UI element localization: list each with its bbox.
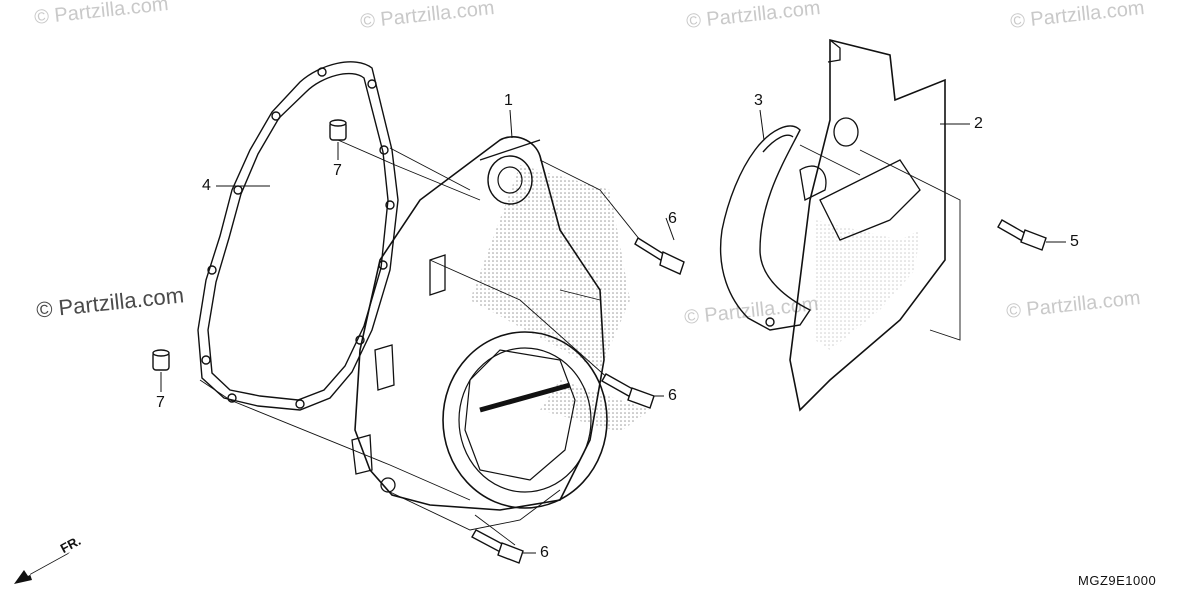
guide-plate-part	[719, 125, 812, 331]
dowel-pin-lower	[152, 349, 170, 371]
callout-1[interactable]: 1	[504, 92, 513, 109]
bolt-sprocket-cover	[997, 219, 1047, 251]
callout-4[interactable]: 4	[202, 177, 211, 194]
callout-6-lower[interactable]: 6	[540, 544, 549, 561]
bolt-middle	[601, 373, 655, 409]
callout-7-lower[interactable]: 7	[156, 394, 165, 411]
generator-cover-part	[351, 136, 650, 511]
assembly-lines	[199, 139, 961, 546]
callout-5[interactable]: 5	[1070, 233, 1079, 250]
callout-leaders	[160, 109, 1066, 554]
dowel-pin-upper	[329, 119, 347, 141]
front-direction-arrow	[14, 552, 70, 584]
gasket-part	[197, 61, 399, 411]
bolt-upper	[634, 236, 685, 275]
callout-2[interactable]: 2	[974, 115, 983, 132]
bolt-lower	[471, 529, 524, 564]
diagram-code: MGZ9E1000	[1078, 573, 1157, 588]
callout-6-middle[interactable]: 6	[668, 387, 677, 404]
callout-6-upper[interactable]: 6	[668, 210, 677, 227]
callout-3[interactable]: 3	[754, 92, 763, 109]
sprocket-cover-part	[789, 38, 946, 412]
callout-7-upper[interactable]: 7	[333, 162, 342, 179]
